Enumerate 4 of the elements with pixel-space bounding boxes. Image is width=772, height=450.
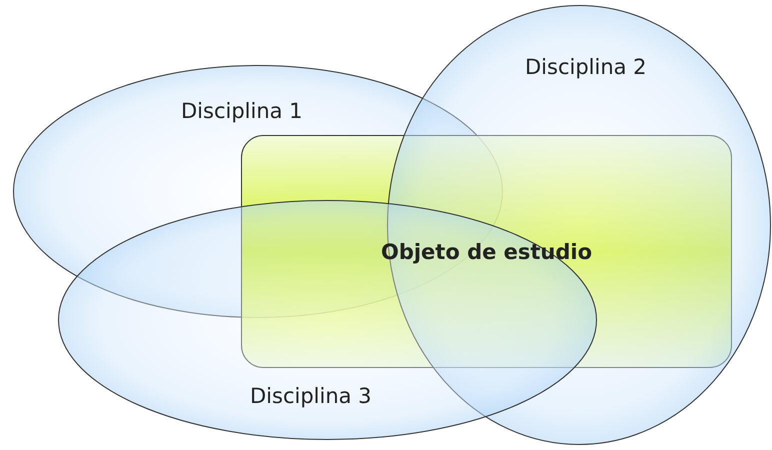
discipline-label: Disciplina 1	[181, 99, 303, 123]
discipline-ellipse	[58, 200, 597, 440]
discipline-label: Disciplina 3	[250, 384, 372, 408]
discipline-label: Disciplina 2	[525, 55, 647, 79]
